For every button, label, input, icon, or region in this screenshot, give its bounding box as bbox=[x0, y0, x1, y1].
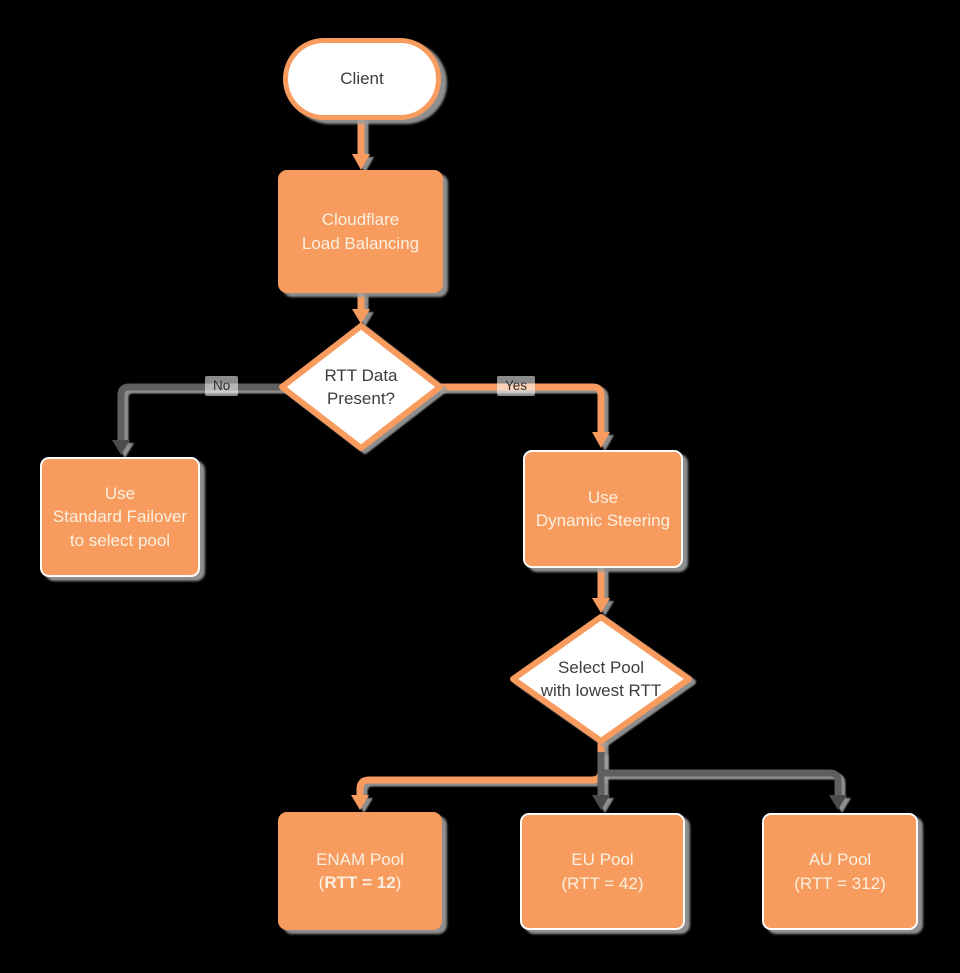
rtt-decision-line1: RTT Data bbox=[324, 365, 398, 385]
enam-rtt-close: ) bbox=[395, 873, 402, 892]
node-standard-failover: Use Standard Failover to select pool bbox=[40, 457, 200, 577]
select-pool-line1: Select Pool bbox=[558, 657, 644, 677]
edge-steering-to-select-pool bbox=[592, 568, 610, 613]
eu-pool-line2: (RTT = 42) bbox=[561, 873, 644, 893]
edge-label-no: No bbox=[205, 376, 239, 396]
decision-diamond-select-pool bbox=[510, 614, 692, 744]
enam-rtt-value: RTT = 12 bbox=[324, 873, 396, 892]
edge-select-to-au bbox=[601, 769, 847, 810]
node-au-pool: AU Pool (RTT = 312) bbox=[762, 813, 918, 930]
arrowhead-down-icon bbox=[829, 795, 847, 810]
select-pool-line2: with lowest RTT bbox=[540, 681, 662, 700]
arrowhead-down-icon bbox=[352, 154, 370, 170]
edge-lb-to-rtt-decision bbox=[352, 293, 370, 324]
enam-pool-line2: (RTT = 12) bbox=[319, 871, 402, 894]
node-enam-pool: ENAM Pool (RTT = 12) bbox=[278, 812, 442, 930]
node-select-pool-text: Select Pool with lowest RTT bbox=[516, 648, 686, 710]
arrowhead-down-icon bbox=[351, 795, 369, 810]
dynamic-steering-line2: Dynamic Steering bbox=[535, 511, 671, 530]
eu-pool-line1: EU Pool bbox=[571, 850, 634, 870]
enam-pool-line1: ENAM Pool bbox=[316, 849, 404, 869]
au-pool-line2: (RTT = 312) bbox=[794, 873, 886, 893]
edge-no-to-standard-failover bbox=[112, 383, 286, 455]
rtt-decision-line2: Present? bbox=[326, 389, 396, 408]
standard-failover-line3: to select pool bbox=[69, 530, 171, 550]
edge-client-to-lb bbox=[352, 118, 370, 170]
arrowhead-down-icon bbox=[592, 432, 610, 448]
node-eu-pool: EU Pool (RTT = 42) bbox=[520, 813, 685, 930]
node-cloudflare-load-balancing: Cloudflare Load Balancing bbox=[278, 170, 443, 293]
node-lb-line2: Load Balancing bbox=[301, 233, 420, 253]
standard-failover-line1: Use bbox=[104, 483, 136, 503]
dynamic-steering-line1: Use bbox=[587, 487, 619, 507]
edge-select-to-enam bbox=[351, 740, 605, 810]
node-client: Client bbox=[283, 38, 441, 120]
standard-failover-line2: Standard Failover bbox=[52, 507, 188, 527]
edge-yes-to-dynamic-steering bbox=[436, 383, 610, 448]
decision-diamond-rtt-present bbox=[279, 323, 443, 451]
enam-rtt-open: ( bbox=[318, 873, 325, 892]
node-client-label: Client bbox=[340, 69, 384, 89]
arrowhead-down-icon bbox=[112, 440, 130, 455]
edge-label-yes: Yes bbox=[497, 376, 536, 396]
node-rtt-decision-text: RTT Data Present? bbox=[291, 356, 431, 418]
arrowhead-down-icon bbox=[592, 795, 610, 810]
node-dynamic-steering: Use Dynamic Steering bbox=[523, 450, 683, 568]
au-pool-line1: AU Pool bbox=[808, 850, 872, 870]
arrowhead-down-icon bbox=[352, 309, 370, 324]
node-lb-line1: Cloudflare bbox=[321, 210, 400, 230]
arrowhead-down-icon bbox=[592, 598, 610, 613]
